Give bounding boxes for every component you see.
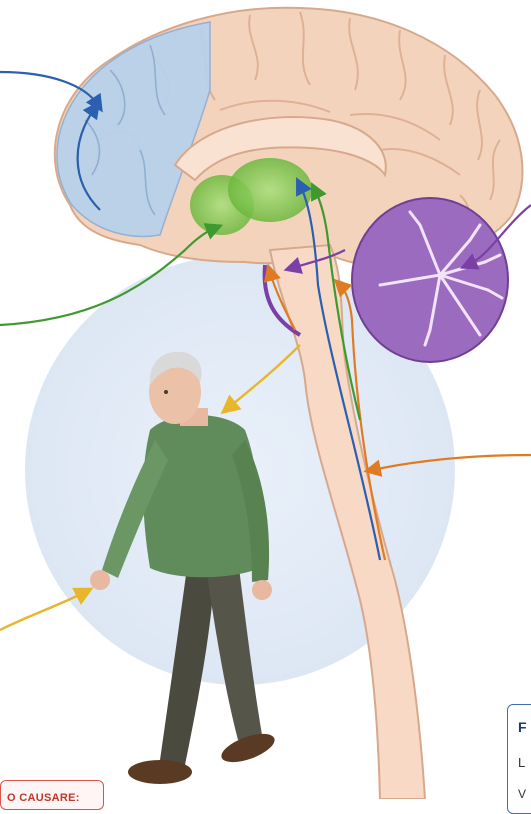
info-box-line1: F bbox=[518, 719, 527, 735]
basal-ganglia-right bbox=[228, 158, 312, 222]
info-box-line2: L bbox=[518, 755, 525, 770]
cause-label-box: O CAUSARE: bbox=[0, 780, 104, 810]
yellow-pathway-lower bbox=[0, 592, 85, 630]
cerebellum bbox=[352, 198, 508, 362]
cause-label-text: O CAUSARE: bbox=[7, 792, 80, 804]
info-box: F L V bbox=[507, 704, 531, 814]
